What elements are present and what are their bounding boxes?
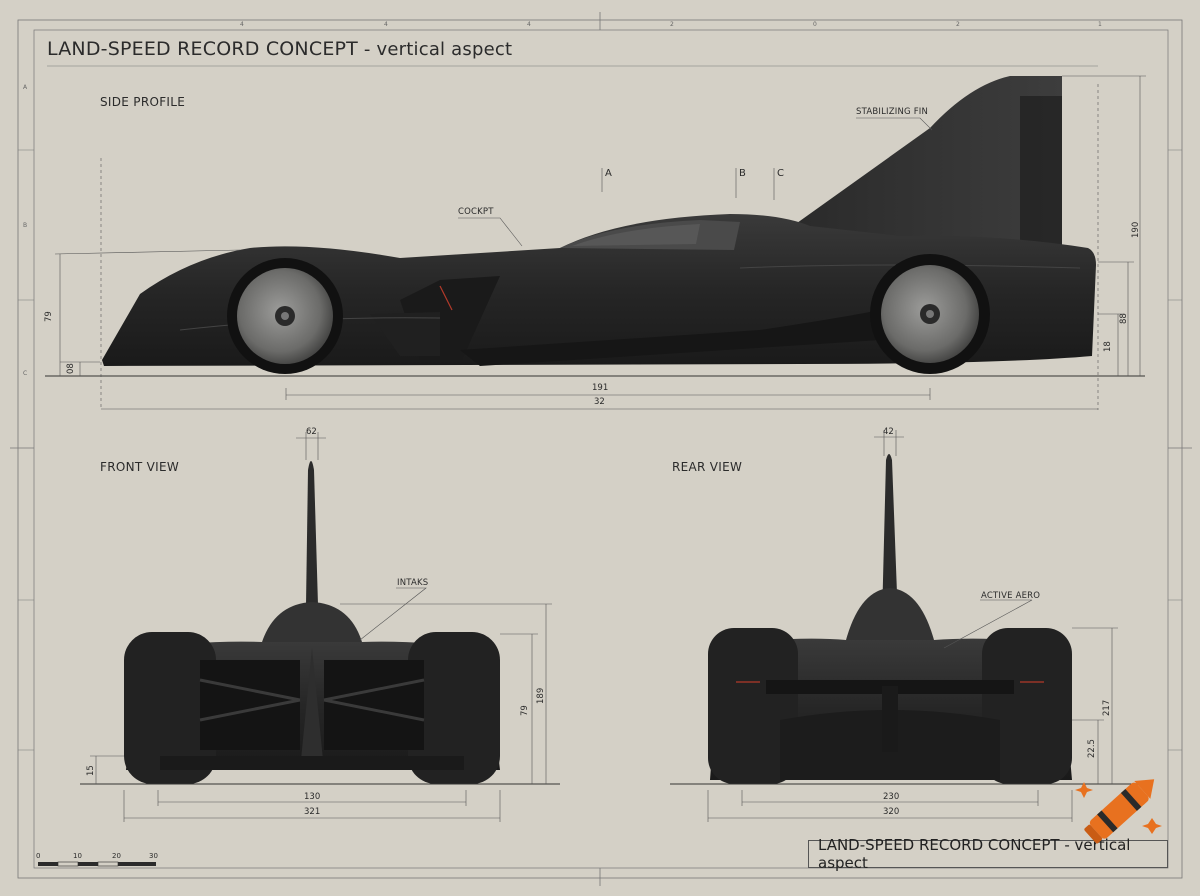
sheet-border bbox=[10, 12, 1192, 886]
dim-front-ground: 15 bbox=[86, 765, 96, 776]
scale-10: 10 bbox=[73, 852, 82, 860]
border-tick-top: 1 bbox=[1098, 21, 1102, 28]
page-title: LAND-SPEED RECORD CONCEPT - vertical asp… bbox=[47, 38, 512, 60]
scale-20: 20 bbox=[112, 852, 121, 860]
title-block: LAND-SPEED RECORD CONCEPT - vertical asp… bbox=[808, 836, 1168, 872]
scale-30: 30 bbox=[149, 852, 158, 860]
border-tick-top: 2 bbox=[670, 21, 674, 28]
dim-rear-height-body: 22.5 bbox=[1087, 739, 1097, 758]
section-b-label: B bbox=[739, 168, 746, 179]
title-main: LAND-SPEED RECORD CONCEPT bbox=[47, 38, 358, 60]
dim-side-height-left: 79 bbox=[44, 311, 54, 322]
side-profile-label: SIDE PROFILE bbox=[100, 95, 186, 109]
cockpit-callout: COCKPT bbox=[458, 207, 494, 217]
front-dimensions bbox=[80, 432, 560, 822]
dim-side-wheel-height: 88 bbox=[1119, 313, 1129, 324]
border-tick-top: 0 bbox=[813, 21, 817, 28]
crayon-icon bbox=[1075, 779, 1162, 844]
dim-side-height-total: 190 bbox=[1131, 221, 1141, 238]
border-tick-left: A bbox=[23, 84, 28, 91]
dim-side-length: 32 bbox=[594, 397, 605, 407]
dim-front-height-body: 79 bbox=[520, 705, 530, 716]
section-c-label: C bbox=[777, 168, 784, 179]
fin-callout: STABILIZING FIN bbox=[856, 107, 929, 117]
dim-rear-track: 230 bbox=[883, 792, 900, 802]
rear-view-label: REAR VIEW bbox=[672, 460, 743, 474]
border-tick-top: 4 bbox=[240, 21, 244, 28]
dim-rear-width: 320 bbox=[883, 807, 900, 817]
dim-side-wheelbase: 191 bbox=[592, 383, 609, 393]
front-view-car bbox=[124, 461, 500, 784]
side-profile-car bbox=[102, 76, 1096, 374]
section-a-label: A bbox=[605, 168, 612, 179]
dim-front-width: 321 bbox=[304, 807, 321, 817]
rear-dimensions bbox=[670, 430, 1140, 822]
border-tick-top: 4 bbox=[527, 21, 531, 28]
dim-front-track: 130 bbox=[304, 792, 321, 802]
dim-side-ground-left: 08 bbox=[66, 363, 76, 374]
dim-front-fin-width: 62 bbox=[306, 427, 317, 437]
scale-bar bbox=[38, 861, 156, 867]
border-tick-left: B bbox=[23, 222, 28, 229]
dim-front-height-total: 189 bbox=[536, 687, 546, 704]
rear-view-car bbox=[708, 454, 1072, 784]
border-tick-left: C bbox=[23, 370, 28, 377]
aero-callout: ACTIVE AERO bbox=[981, 591, 1041, 601]
border-tick-top: 4 bbox=[384, 21, 388, 28]
border-tick-top: 2 bbox=[956, 21, 960, 28]
intakes-callout: INTAKS bbox=[397, 578, 429, 588]
front-view-label: FRONT VIEW bbox=[100, 460, 180, 474]
title-sub: - vertical aspect bbox=[358, 39, 513, 60]
scale-0: 0 bbox=[36, 852, 41, 860]
dim-side-ground-right: 18 bbox=[1103, 341, 1113, 352]
dim-rear-height-total: 217 bbox=[1102, 699, 1112, 716]
title-block-text: LAND-SPEED RECORD CONCEPT - vertical asp… bbox=[818, 836, 1131, 872]
side-dimensions bbox=[45, 75, 1146, 410]
dim-rear-fin-width: 42 bbox=[883, 427, 894, 437]
